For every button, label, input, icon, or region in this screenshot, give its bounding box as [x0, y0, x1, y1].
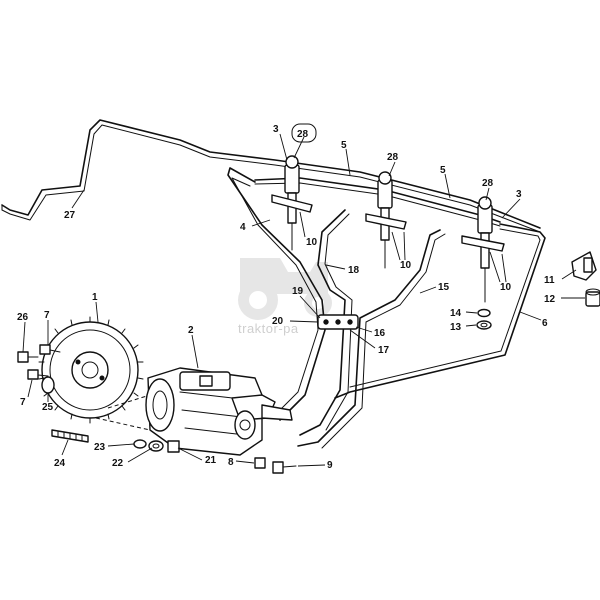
callout-12: 12 [544, 294, 556, 305]
part-9-bolt [272, 461, 297, 474]
callout-9: 9 [327, 460, 333, 471]
injector-1 [271, 155, 313, 251]
part-24-stud [51, 429, 89, 443]
callout-21: 21 [205, 455, 217, 466]
callout-7a: 7 [44, 310, 50, 321]
callout-7b: 7 [20, 397, 26, 408]
callout-6: 6 [542, 318, 548, 329]
callout-3b: 3 [516, 189, 522, 200]
callout-19: 19 [292, 286, 304, 297]
part-12-bush [585, 288, 600, 307]
watermark-logo: traktor-pa [238, 258, 332, 336]
part-21-nut [167, 440, 180, 453]
callout-1: 1 [92, 292, 98, 303]
callout-17: 17 [378, 345, 390, 356]
callout-4: 4 [240, 222, 246, 233]
callout-25: 25 [42, 402, 54, 413]
callout-18: 18 [348, 265, 360, 276]
part-16-pipe-clamp [317, 314, 359, 330]
part-11-sensor [571, 251, 597, 281]
part-23-seal [133, 439, 147, 449]
part-27-return-pipe [1, 119, 541, 233]
injector-3 [461, 196, 505, 303]
callout-2: 2 [188, 325, 194, 336]
part-25-spacer [41, 376, 55, 394]
part-2-injection-pump [145, 367, 293, 456]
callout-20: 20 [272, 316, 284, 327]
alignment-lines [95, 394, 151, 431]
callout-10a: 10 [306, 237, 318, 248]
part-22-washer [148, 440, 164, 452]
callout-11: 11 [544, 275, 555, 286]
part-26-bolt [17, 351, 39, 363]
callout-22: 22 [112, 458, 124, 469]
part-1-drive-gear [38, 316, 144, 424]
callout-24: 24 [54, 458, 66, 469]
high-pressure-pipes [227, 167, 546, 449]
callout-5a: 5 [341, 140, 347, 151]
callout-10c: 10 [500, 282, 512, 293]
part-14-washer [477, 308, 491, 318]
callout-26: 26 [17, 312, 29, 323]
callout-28a: 28 [297, 129, 309, 140]
injector-2 [365, 171, 407, 269]
callout-23: 23 [94, 442, 106, 453]
callout-15: 15 [438, 282, 450, 293]
leader-lines [22, 133, 585, 467]
callout-28b: 28 [387, 152, 399, 163]
callout-13: 13 [450, 322, 462, 333]
callouts: 1 2 3 3 4 5 5 6 7 7 8 9 10 10 10 11 12 1… [17, 124, 556, 471]
callout-16: 16 [374, 328, 386, 339]
callout-27: 27 [64, 210, 76, 221]
callout-10b: 10 [400, 260, 412, 271]
callout-28c: 28 [482, 178, 494, 189]
callout-8: 8 [228, 457, 234, 468]
part-8-nut [254, 457, 266, 469]
callout-28-highlight [291, 123, 317, 143]
watermark-text: traktor-pa [238, 321, 299, 336]
part-7-bolt-lower [27, 369, 49, 380]
part-13-nut [476, 320, 492, 330]
callout-14: 14 [450, 308, 462, 319]
callout-5b: 5 [440, 165, 446, 176]
part-7-bolt-upper [39, 344, 61, 355]
callout-3a: 3 [273, 124, 279, 135]
